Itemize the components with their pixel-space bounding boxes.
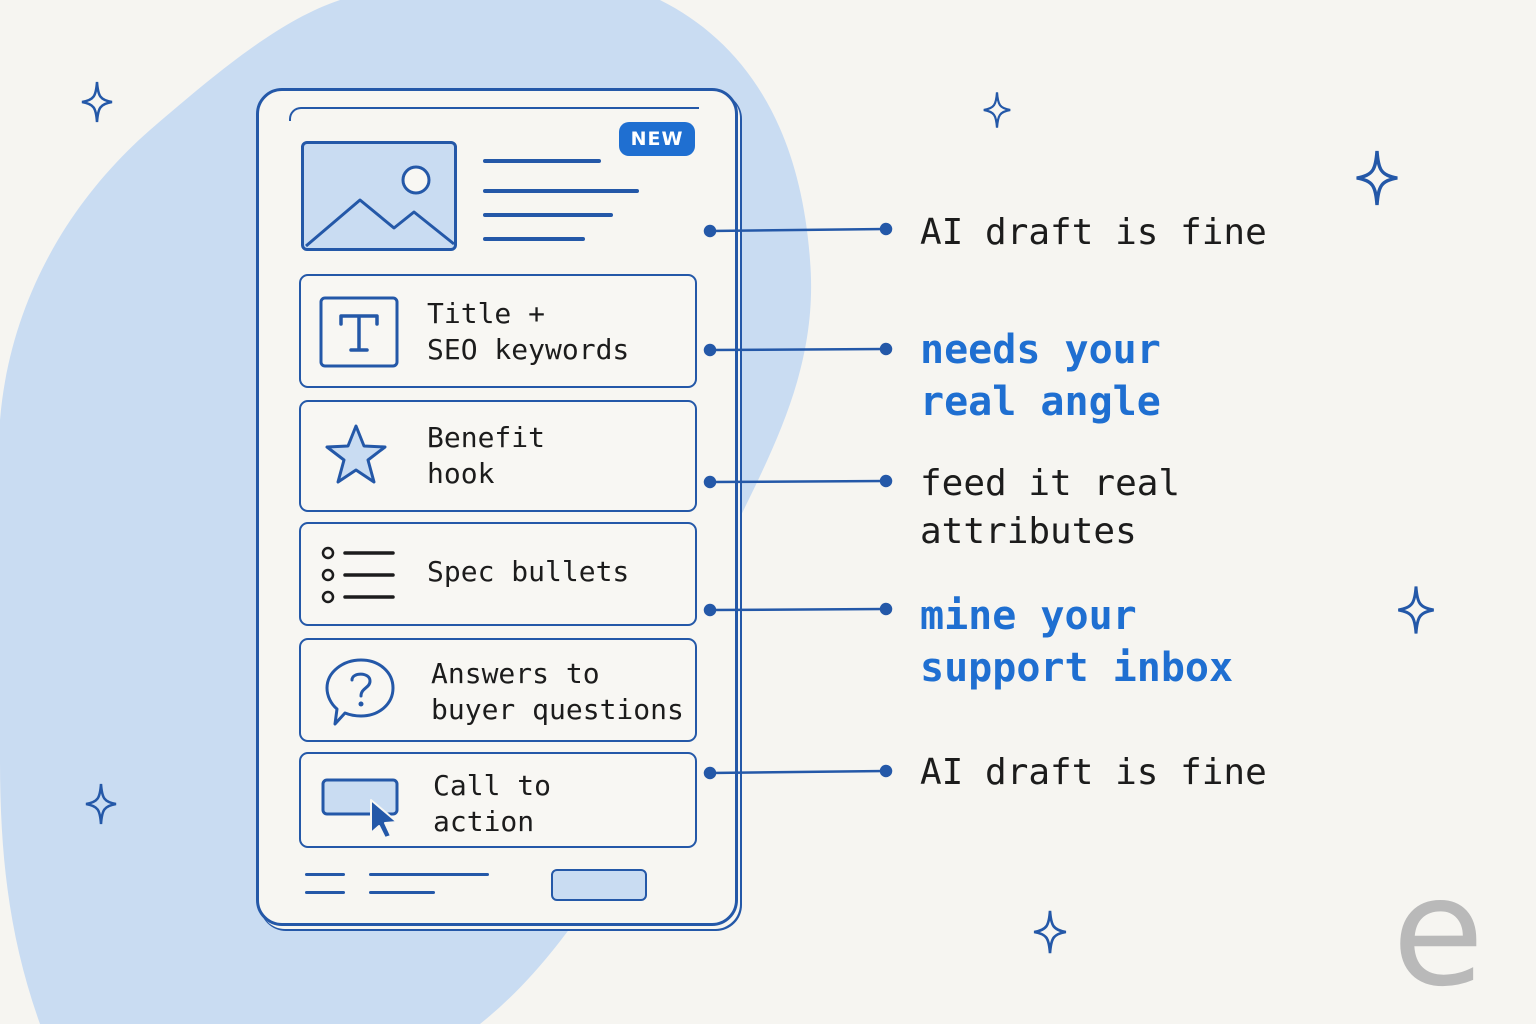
sparkle-icon xyxy=(1033,910,1067,954)
section-label: Call to action xyxy=(433,769,552,838)
footer-line xyxy=(305,891,345,894)
hero-text-line xyxy=(483,189,639,193)
text-t-icon xyxy=(319,296,399,368)
phone-top-line xyxy=(289,107,699,121)
bullet-list-icon xyxy=(321,546,397,604)
sparkle-icon xyxy=(1398,586,1434,634)
annotation-spec-bullets: mine your support inbox xyxy=(920,593,1234,691)
image-placeholder-icon xyxy=(301,141,457,251)
annotation-benefit-hook: feed it real attributes xyxy=(920,463,1181,552)
footer-line xyxy=(369,891,435,894)
section-call-to-action: Call to action xyxy=(299,752,697,848)
button-cursor-icon xyxy=(321,776,403,840)
sparkle-icon xyxy=(1356,150,1398,206)
footer-button xyxy=(551,869,647,901)
hero-text-line xyxy=(483,159,601,163)
hero-text-line xyxy=(483,213,613,217)
footer-line xyxy=(305,873,345,876)
footer-line xyxy=(369,873,489,876)
sparkle-icon xyxy=(983,92,1011,128)
hero-text-line xyxy=(483,237,585,241)
sparkle-icon xyxy=(81,81,113,123)
section-label: Spec bullets xyxy=(427,555,630,588)
sparkle-icon xyxy=(85,783,117,825)
section-label: Benefit hook xyxy=(427,421,546,490)
question-bubble-icon xyxy=(323,656,399,728)
section-spec-bullets: Spec bullets xyxy=(299,522,697,626)
brand-logo: e xyxy=(1392,846,1485,1020)
section-title-seo: Title + SEO keywords xyxy=(299,274,697,388)
star-icon xyxy=(323,422,389,488)
section-label: Title + SEO keywords xyxy=(427,297,630,366)
section-buyer-answers: Answers to buyer questions xyxy=(299,638,697,742)
annotation-title-seo: needs your real angle xyxy=(920,327,1161,425)
annotation-hero: AI draft is fine xyxy=(920,212,1267,253)
product-listing-mockup: NEW Title + SEO keywords Benefit hook xyxy=(256,88,738,926)
new-badge: NEW xyxy=(619,122,695,156)
section-benefit-hook: Benefit hook xyxy=(299,400,697,512)
annotation-call-to-action: AI draft is fine xyxy=(920,752,1267,793)
section-label: Answers to buyer questions xyxy=(431,657,684,726)
